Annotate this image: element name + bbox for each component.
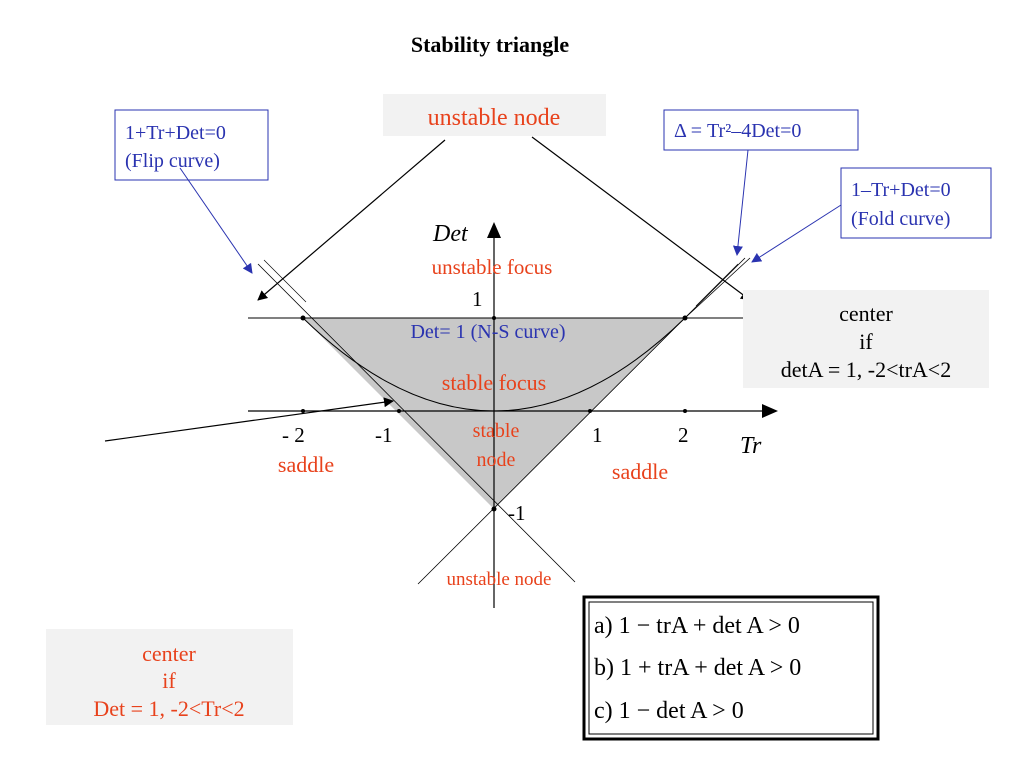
center-left-line1: center (142, 641, 196, 666)
tick-label-2: 2 (678, 423, 689, 447)
condition-a: a) 1 − trA + det A > 0 (594, 613, 800, 639)
arrow-unstable-node-left (257, 139, 446, 301)
label-unstable-node-top: unstable node (428, 105, 561, 131)
flip-line (257, 263, 576, 583)
tick-2 (683, 409, 687, 413)
center-right-box (743, 290, 989, 388)
center-left-line2: if (162, 668, 176, 693)
label-unstable-node-bottom: unstable node (446, 569, 551, 590)
arrow-stable-focus (104, 397, 394, 442)
tick-label-detm1: -1 (508, 501, 526, 525)
flip-curve-name: (Flip curve) (125, 150, 220, 172)
label-saddle-right: saddle (612, 459, 668, 484)
discriminant-callout (663, 109, 859, 151)
discriminant-callout-arrow (732, 149, 749, 256)
tick-m1 (397, 409, 401, 413)
label-stable-node-1: stable (473, 420, 520, 442)
discriminant-eq: Δ = Tr²–4Det=0 (674, 120, 801, 142)
unstable-node-top-box (383, 94, 606, 136)
label-stable-focus: stable focus (442, 370, 546, 395)
center-left-line3: Det = 1, -2<Tr<2 (93, 696, 244, 721)
tr-axis-arrow-icon (762, 404, 778, 418)
fold-curve-callout (840, 167, 992, 239)
fold-line-double (695, 263, 739, 307)
fold-line (417, 257, 746, 585)
point-right (682, 315, 688, 321)
center-left-box (46, 629, 293, 725)
center-right-line1: center (839, 301, 893, 326)
det-axis-arrow-icon (487, 222, 501, 238)
conditions-box-inner (588, 601, 874, 735)
flip-curve-eq: 1+Tr+Det=0 (125, 122, 226, 144)
det-axis-label: Det (432, 221, 469, 247)
label-stable-node-2: node (477, 449, 516, 471)
tick-label-m2: - 2 (282, 423, 305, 447)
arrow-unstable-node-right (531, 136, 751, 301)
label-saddle-left: saddle (278, 452, 334, 477)
point-det1 (492, 316, 496, 320)
tick-label-1: 1 (592, 423, 603, 447)
tick-1 (588, 409, 592, 413)
diagram-title: Stability triangle (411, 32, 570, 57)
point-detm1 (491, 506, 497, 512)
center-right-line3: detA = 1, -2<trA<2 (781, 357, 951, 382)
center-right-line2: if (859, 329, 873, 354)
conditions-box-outer (582, 595, 880, 741)
fold-curve-eq: 1–Tr+Det=0 (851, 179, 951, 201)
discriminant-parabola (302, 317, 686, 412)
tick-label-m1: -1 (375, 423, 393, 447)
flip-curve-callout (114, 109, 269, 181)
point-left (300, 315, 306, 321)
condition-c: c) 1 − det A > 0 (594, 698, 744, 724)
label-ns-curve: Det= 1 (N-S curve) (410, 321, 565, 343)
flip-line-double (263, 259, 307, 303)
condition-b: b) 1 + trA + det A > 0 (594, 655, 801, 681)
parabola-extension (684, 257, 751, 319)
fold-callout-arrow (751, 204, 842, 263)
flip-callout-arrow (179, 167, 253, 274)
tick-m2 (301, 409, 305, 413)
tick-label-det1: 1 (472, 287, 483, 311)
label-unstable-focus: unstable focus (432, 255, 553, 279)
tr-axis-label: Tr (740, 433, 762, 459)
fold-curve-name: (Fold curve) (851, 208, 950, 230)
